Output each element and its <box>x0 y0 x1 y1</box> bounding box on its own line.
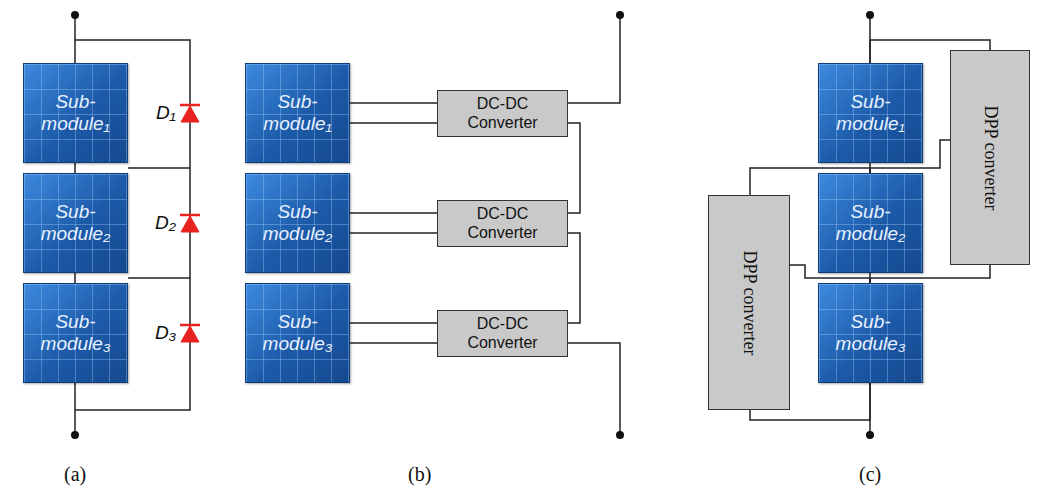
node-text: DC-DC Converter <box>455 315 551 352</box>
wire-connector <box>350 102 437 104</box>
diode-bar <box>180 324 200 327</box>
wire-connector <box>350 122 437 124</box>
dpp-converter-box: DPP converter <box>950 50 1030 265</box>
node-text: DPP converter <box>739 250 760 355</box>
node-text: Sub- module₃ <box>829 311 913 355</box>
wire <box>74 273 76 283</box>
pv-submodule: Sub- module₁ <box>245 63 350 163</box>
panel-label: (a) <box>64 463 86 486</box>
diode-label: D₃ <box>155 322 176 344</box>
terminal-dot <box>616 11 624 19</box>
diode-symbol <box>180 105 200 122</box>
pv-submodule: Sub- module₁ <box>23 63 128 163</box>
pv-submodule: Sub- module₂ <box>23 173 128 273</box>
wire-connector <box>350 212 437 214</box>
diode-label: D₁ <box>156 102 176 124</box>
diode-triangle <box>181 216 199 232</box>
terminal-dot <box>866 431 874 439</box>
wire <box>74 15 76 63</box>
wire <box>568 15 620 103</box>
diode-label: D₂ <box>155 212 176 234</box>
node-text: Sub- module₁ <box>829 91 913 135</box>
wire <box>568 343 620 435</box>
wire-connector <box>568 233 580 323</box>
pv-submodule: Sub- module₂ <box>245 173 350 273</box>
wire <box>128 277 190 279</box>
node-text: Sub- module₁ <box>256 91 340 135</box>
pv-submodule: Sub- module₃ <box>245 283 350 383</box>
diode-bar <box>180 104 200 107</box>
pv-submodule: Sub- module₁ <box>818 63 923 163</box>
terminal-dot <box>616 431 624 439</box>
diodes <box>180 105 200 342</box>
diode-triangle <box>181 106 199 122</box>
dc-dc-converter-box: DC-DC Converter <box>437 200 568 247</box>
terminals <box>71 11 874 439</box>
diode-triangle <box>181 326 199 342</box>
dc-dc-converter-box: DC-DC Converter <box>437 310 568 357</box>
wire-connector <box>568 123 580 213</box>
node-text: Sub- module₂ <box>256 201 340 245</box>
dpp-converter-box: DPP converter <box>708 195 790 410</box>
pv-submodule: Sub- module₃ <box>23 283 128 383</box>
terminal-dot <box>866 11 874 19</box>
terminal-dot <box>71 11 79 19</box>
wire-connector <box>350 342 437 344</box>
node-text: DC-DC Converter <box>455 95 551 132</box>
wire <box>74 163 76 173</box>
diode-bar <box>180 214 200 217</box>
pv-submodule: Sub- module₂ <box>818 173 923 273</box>
wire-connector <box>350 322 437 324</box>
node-text: Sub- module₃ <box>256 311 340 355</box>
panel-label: (b) <box>408 463 431 486</box>
panel-label: (c) <box>859 463 881 486</box>
wire <box>128 167 190 169</box>
pv-submodule: Sub- module₃ <box>818 283 923 383</box>
wire-connector <box>350 232 437 234</box>
node-text: Sub- module₂ <box>829 201 913 245</box>
terminal-dot <box>71 431 79 439</box>
dc-dc-converter-box: DC-DC Converter <box>437 90 568 137</box>
node-text: Sub- module₁ <box>34 91 118 135</box>
wire <box>74 383 76 435</box>
diode-symbol <box>180 325 200 342</box>
node-text: Sub- module₃ <box>34 311 118 355</box>
node-text: DC-DC Converter <box>455 205 551 242</box>
wires <box>75 15 870 435</box>
node-text: DPP converter <box>980 105 1001 210</box>
node-text: Sub- module₂ <box>34 201 118 245</box>
diode-symbol <box>180 215 200 232</box>
